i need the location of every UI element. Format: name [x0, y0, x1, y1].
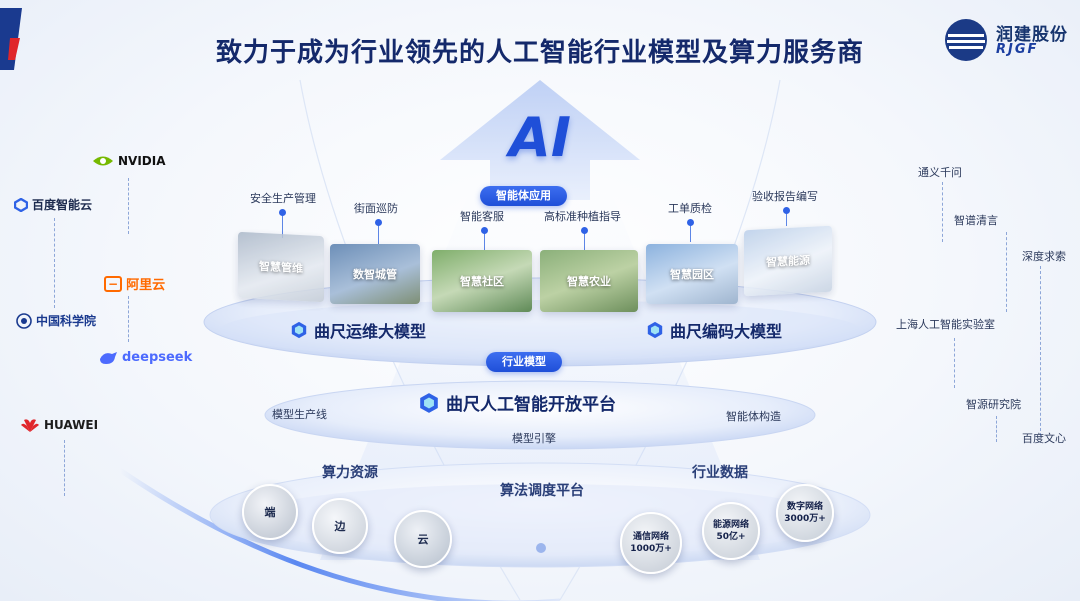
card-manage-label: 智慧管维	[259, 259, 303, 276]
bubble-digital-name: 数字网络	[786, 502, 823, 512]
cas-emblem-icon	[16, 312, 32, 329]
bubble-digital-net[interactable]: 数字网络 3000万+	[776, 484, 834, 542]
bubble-energy-value: 50亿+	[716, 532, 746, 542]
partner-shanghai: 上海人工智能实验室	[896, 318, 995, 331]
card-energy-label: 智慧能源	[766, 253, 810, 270]
platform-agent: 智能体构造	[726, 410, 781, 423]
platform-engine: 模型引擎	[512, 432, 556, 445]
pin-planting	[581, 227, 588, 250]
divider	[996, 416, 997, 442]
partner-nvidia: NVIDIA	[92, 154, 166, 168]
nvidia-eye-icon	[93, 156, 113, 166]
bubble-end[interactable]: 端	[242, 484, 298, 540]
app-label-safety: 安全生产管理	[250, 192, 316, 205]
ai-arrow-icon	[440, 80, 640, 200]
partner-huawei: HUAWEI	[20, 417, 98, 433]
bubble-energy-name: 能源网络	[712, 520, 749, 530]
model-ops-label: 曲尺运维大模型	[314, 322, 427, 341]
pin-quality	[687, 219, 694, 242]
model-code-label: 曲尺编码大模型	[670, 322, 783, 341]
divider	[54, 218, 55, 308]
bubble-digital-value: 3000万+	[784, 514, 826, 524]
card-park-label: 智慧园区	[670, 268, 714, 281]
bubble-telecom-name: 通信网络	[632, 532, 669, 542]
compute-resources: 算力资源	[322, 465, 378, 481]
bubble-energy-net[interactable]: 能源网络 50亿+	[702, 502, 760, 560]
divider	[128, 296, 129, 342]
pin-service	[481, 227, 488, 250]
partner-aliyun: − 阿里云	[104, 274, 165, 293]
divider	[128, 178, 129, 234]
partner-deepseek-label: deepseek	[122, 350, 193, 365]
card-energy[interactable]: 智慧能源	[744, 225, 832, 297]
bubble-edge-label: 边	[334, 520, 346, 533]
app-label-street: 街面巡防	[354, 202, 398, 215]
pin-report	[783, 207, 790, 226]
partner-depth: 深度求索	[1022, 250, 1066, 263]
platform-line: 模型生产线	[272, 408, 327, 421]
card-manage[interactable]: 智慧管维	[238, 231, 324, 303]
corner-ribbon	[0, 8, 22, 70]
ai-badge: AI	[509, 106, 571, 169]
model-ops[interactable]: 曲尺运维大模型	[290, 318, 426, 342]
divider	[1006, 232, 1007, 312]
partner-aliyun-label: 阿里云	[126, 278, 166, 293]
partner-nvidia-label: NVIDIA	[118, 154, 166, 168]
bubble-end-label: 端	[264, 506, 276, 519]
card-community[interactable]: 智慧社区	[432, 250, 532, 312]
divider	[942, 182, 943, 242]
company-logo-icon	[945, 19, 987, 61]
cube-icon	[647, 321, 663, 339]
partner-baidu-label: 百度智能云	[32, 198, 93, 212]
deepseek-whale-icon	[100, 351, 117, 364]
card-city[interactable]: 数智城管	[330, 244, 420, 304]
dispatch-platform: 算法调度平台	[500, 483, 584, 499]
card-agri-label: 智慧农业	[567, 275, 611, 288]
card-community-label: 智慧社区	[460, 275, 504, 288]
card-city-label: 数智城管	[353, 268, 397, 281]
huawei-petal-icon	[21, 419, 39, 432]
divider	[954, 338, 955, 388]
cube-icon	[291, 321, 307, 339]
app-label-report: 验收报告编写	[752, 190, 818, 203]
partner-huawei-label: HUAWEI	[44, 418, 99, 432]
model-code[interactable]: 曲尺编码大模型	[646, 318, 782, 342]
partner-deepseek: deepseek	[98, 350, 192, 365]
bubble-cloud-label: 云	[417, 533, 429, 546]
pin-safety	[279, 209, 286, 238]
divider	[64, 440, 65, 496]
partner-zhipu: 智谱清言	[954, 214, 998, 227]
industry-model-pill: 行业模型	[486, 352, 562, 372]
partner-tongyi: 通义千问	[918, 166, 962, 179]
partner-cas: 中国科学院	[16, 312, 96, 329]
card-agri[interactable]: 智慧农业	[540, 250, 638, 312]
aliyun-icon: −	[104, 275, 123, 292]
bubble-edge[interactable]: 边	[312, 498, 368, 554]
open-platform[interactable]: 曲尺人工智能开放平台	[418, 390, 616, 415]
cube-icon	[420, 392, 438, 413]
app-label-planting: 高标准种植指导	[544, 210, 621, 223]
industry-data: 行业数据	[692, 465, 748, 481]
bubble-cloud[interactable]: 云	[394, 510, 452, 568]
app-label-quality: 工单质检	[668, 202, 712, 215]
bubble-telecom-value: 1000万+	[630, 544, 672, 554]
partner-cas-label: 中国科学院	[36, 314, 97, 328]
bubble-telecom[interactable]: 通信网络 1000万+	[620, 512, 682, 574]
company-name: 润建股份	[996, 25, 1068, 45]
partner-baidu: 百度智能云	[14, 196, 92, 213]
applications-pill: 智能体应用	[480, 186, 567, 206]
partner-wenxin: 百度文心	[1022, 432, 1066, 445]
open-platform-label: 曲尺人工智能开放平台	[446, 395, 616, 415]
page-title: 致力于成为行业领先的人工智能行业模型及算力服务商	[215, 38, 864, 68]
app-label-service: 智能客服	[460, 210, 504, 223]
pin-street	[375, 219, 382, 244]
divider	[1040, 266, 1041, 436]
company-name-en: RJGF	[996, 42, 1039, 57]
baidu-cloud-icon	[14, 197, 28, 212]
partner-zhiyuan: 智源研究院	[966, 398, 1021, 411]
card-park[interactable]: 智慧园区	[646, 244, 738, 304]
